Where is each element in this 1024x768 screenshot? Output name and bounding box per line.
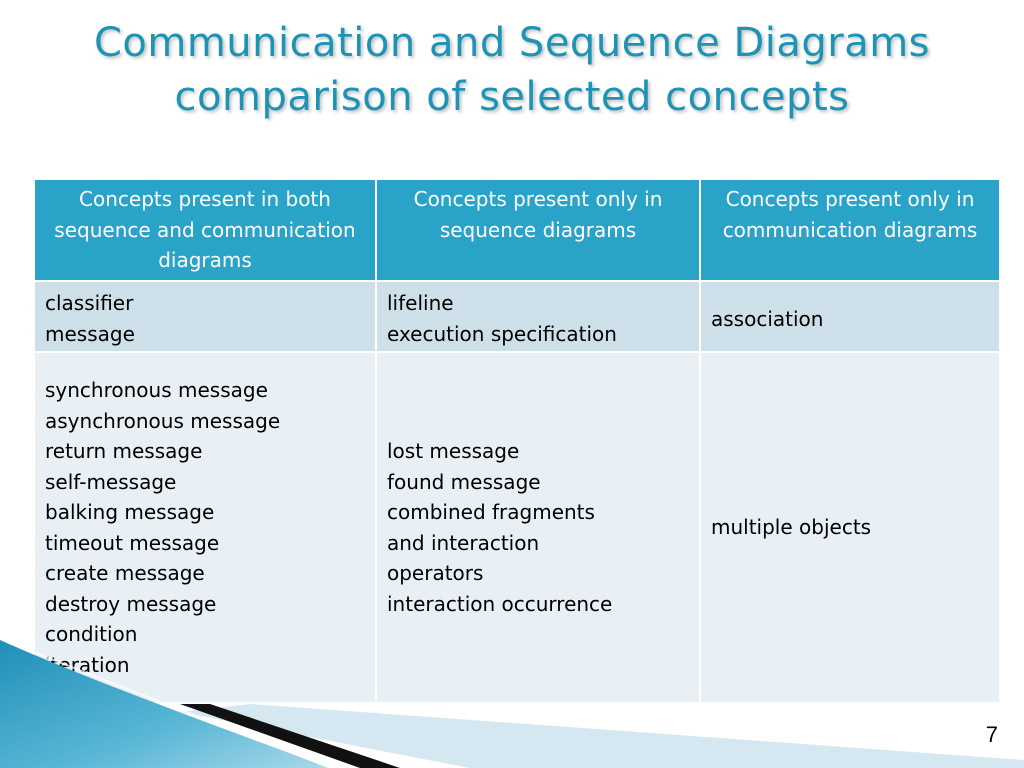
concept-item: execution specification bbox=[387, 321, 617, 346]
page-number: 7 bbox=[985, 722, 998, 747]
header-both: Concepts present in both sequence and co… bbox=[33, 178, 377, 282]
decorative-corner-swoosh bbox=[0, 637, 1024, 768]
concept-item: create message bbox=[45, 561, 205, 585]
concept-item: multiple objects bbox=[711, 515, 872, 540]
swoosh-white-line bbox=[0, 637, 331, 768]
cell-communication-messages: multiple objects bbox=[699, 351, 1001, 704]
cell-both-messages: synchronous message asynchronous message… bbox=[33, 351, 377, 704]
concept-item: synchronous message bbox=[45, 378, 268, 402]
concept-item: destroy message bbox=[45, 591, 217, 616]
title-line-1: Communication and Sequence Diagrams bbox=[93, 20, 931, 66]
concept-item: asynchronous message bbox=[45, 408, 281, 433]
concept-item: self-message bbox=[45, 469, 177, 494]
cell-both-basic: classifier message bbox=[33, 280, 377, 353]
header-communication-only: Concepts present only in communication d… bbox=[699, 178, 1001, 282]
table-row: classifier message lifeline execution sp… bbox=[33, 280, 1001, 353]
concept-item: and interaction bbox=[387, 530, 540, 555]
concept-item: found message bbox=[387, 469, 541, 494]
swoosh-blue-wave bbox=[0, 640, 330, 768]
concept-item: combined fragments bbox=[387, 500, 595, 524]
table-header-row: Concepts present in both sequence and co… bbox=[33, 178, 1001, 282]
swoosh-dark-band bbox=[180, 704, 400, 768]
concept-item: lost message bbox=[387, 439, 520, 463]
concept-item: timeout message bbox=[45, 530, 220, 555]
cell-sequence-basic: lifeline execution specification bbox=[375, 280, 701, 353]
concept-item: message bbox=[45, 321, 135, 346]
swoosh-light-band bbox=[180, 704, 1024, 768]
concept-item: interaction occurrence bbox=[387, 591, 613, 616]
concept-item: condition bbox=[45, 622, 138, 646]
table-row: synchronous message asynchronous message… bbox=[33, 351, 1001, 704]
cell-communication-basic: association bbox=[699, 280, 1001, 353]
header-sequence-only: Concepts present only in sequence diagra… bbox=[375, 178, 701, 282]
concept-item: classifier bbox=[45, 291, 134, 315]
concept-item: lifeline bbox=[387, 291, 454, 315]
title-line-2: comparison of selected concepts bbox=[174, 74, 850, 120]
concept-item: association bbox=[711, 307, 824, 332]
concepts-comparison-table: Concepts present in both sequence and co… bbox=[33, 178, 1001, 704]
concept-item: balking message bbox=[45, 500, 215, 524]
concept-item: operators bbox=[387, 561, 484, 585]
concept-item: return message bbox=[45, 439, 203, 463]
cell-sequence-messages: lost message found message combined frag… bbox=[375, 351, 701, 704]
slide-title: Communication and Sequence Diagrams comp… bbox=[0, 16, 1024, 124]
